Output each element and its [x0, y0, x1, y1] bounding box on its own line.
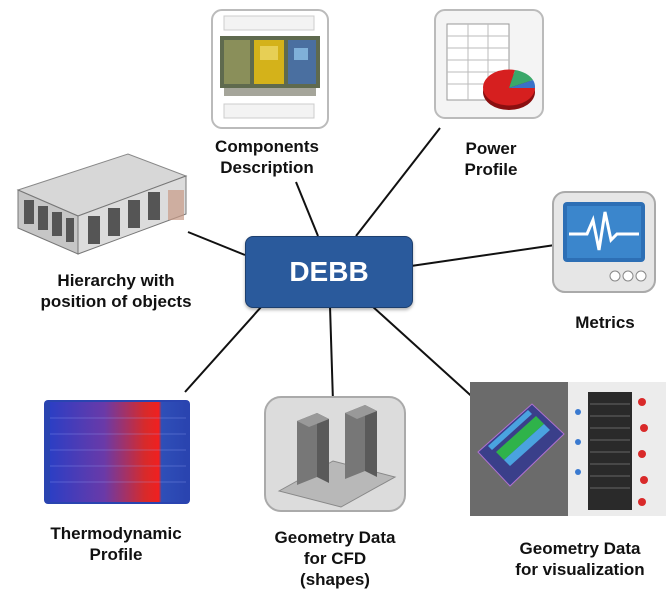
hierarchy-line2: position of objects — [40, 292, 192, 311]
cfd-line1: Geometry Data — [274, 528, 396, 547]
cfd-label: Geometry Data for CFD (shapes) — [256, 527, 414, 590]
monitor-heartbeat-icon — [552, 191, 656, 293]
debb-node: DEBB — [245, 236, 413, 308]
metrics-line1: Metrics — [575, 313, 635, 332]
hierarchy-label: Hierarchy with position of objects — [18, 270, 214, 312]
rack-visualization-icon — [470, 382, 666, 516]
cfd-line3: (shapes) — [300, 570, 370, 589]
line-power — [355, 127, 441, 237]
heatmap-icon — [44, 400, 190, 504]
line-hierarchy — [187, 231, 246, 256]
components-label: Components Description — [205, 136, 329, 178]
line-cfd — [329, 305, 334, 403]
line-thermo — [184, 305, 263, 393]
components-line1: Components — [215, 137, 319, 156]
server-room-icon — [16, 153, 188, 255]
power-line2: Profile — [464, 160, 518, 179]
power-line1: Power — [465, 139, 517, 158]
vis-label: Geometry Data for visualization — [498, 538, 662, 580]
vis-line1: Geometry Data — [519, 539, 641, 558]
line-components — [295, 181, 319, 237]
line-vis — [371, 305, 479, 403]
thermo-line2: Profile — [89, 545, 143, 564]
thermo-line1: Thermodynamic — [50, 524, 182, 543]
components-line2: Description — [220, 158, 314, 177]
cfd-line2: for CFD — [303, 549, 367, 568]
cfd-shapes-icon — [264, 396, 406, 512]
power-label: Power Profile — [446, 138, 536, 180]
motherboard-icon — [211, 9, 329, 129]
metrics-label: Metrics — [560, 312, 650, 333]
hierarchy-line1: Hierarchy with — [57, 271, 175, 290]
thermo-label: Thermodynamic Profile — [36, 523, 196, 565]
spreadsheet-pie-icon — [434, 9, 544, 119]
line-metrics — [410, 244, 556, 267]
debb-label: DEBB — [289, 256, 369, 287]
vis-line2: for visualization — [515, 560, 645, 579]
